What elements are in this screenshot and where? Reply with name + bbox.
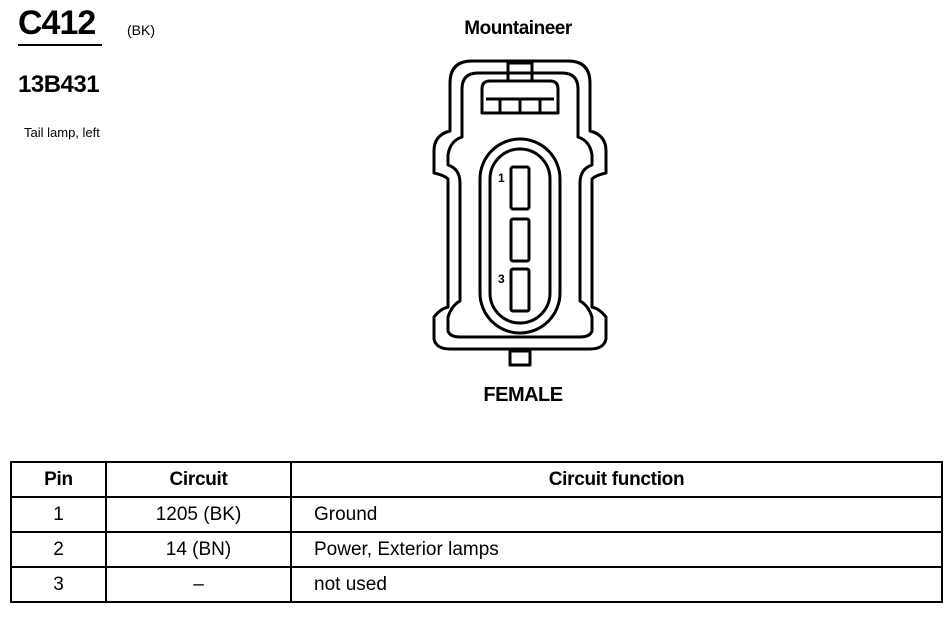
circuit-cell: – (105, 566, 292, 603)
pin-cell: 2 (10, 531, 107, 568)
function-cell: not used (290, 566, 943, 603)
pin-cavity-inner (488, 147, 552, 325)
pin-cell: 3 (10, 566, 107, 603)
pin-label-3: 3 (498, 272, 505, 286)
pin-terminal-1 (509, 165, 531, 211)
pin-table: Pin Circuit Circuit function 1 1205 (BK)… (10, 461, 943, 603)
table-row: 3 – not used (10, 566, 943, 603)
table-row: 2 14 (BN) Power, Exterior lamps (10, 531, 943, 568)
vehicle-name: Mountaineer (464, 18, 572, 39)
bottom-key-tab (508, 349, 532, 367)
connector-color: (BK) (127, 22, 155, 38)
pin-terminal-2 (509, 217, 531, 263)
pin-terminal-3 (509, 267, 531, 313)
pin-label-1: 1 (498, 171, 505, 185)
top-latch-ribs (486, 97, 554, 113)
pin-table-header-row: Pin Circuit Circuit function (10, 461, 943, 498)
pin-cell: 1 (10, 496, 107, 533)
pin-cavity-outer (478, 137, 562, 335)
circuit-cell: 14 (BN) (105, 531, 292, 568)
function-cell: Power, Exterior lamps (290, 531, 943, 568)
top-latch (480, 79, 560, 115)
function-column-header: Circuit function (290, 461, 943, 498)
connector-outer-housing (432, 59, 608, 351)
connector-id-underline (18, 44, 102, 46)
connector-face-svg (432, 59, 608, 367)
connector-description: Tail lamp, left (24, 125, 100, 140)
connector-id: C412 (18, 4, 96, 42)
circuit-cell: 1205 (BK) (105, 496, 292, 533)
function-cell: Ground (290, 496, 943, 533)
connector-inner-wall (446, 71, 594, 339)
part-number: 13B431 (18, 71, 100, 98)
connector-gender: FEMALE (483, 384, 563, 406)
circuit-column-header: Circuit (105, 461, 292, 498)
pin-column-header: Pin (10, 461, 107, 498)
connector-face-diagram: 1 3 (420, 55, 620, 375)
table-row: 1 1205 (BK) Ground (10, 496, 943, 533)
